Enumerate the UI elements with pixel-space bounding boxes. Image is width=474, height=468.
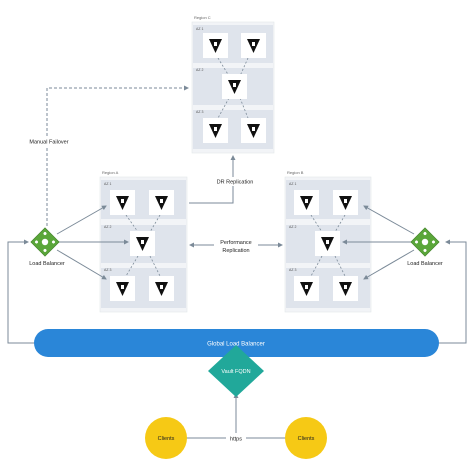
region-b-az1-label: AZ 1	[289, 182, 296, 186]
region-b-az3-label: AZ 3	[289, 268, 296, 272]
vault-node-c1-icon	[203, 33, 228, 58]
region-c-az3-label: AZ 3	[196, 110, 203, 114]
region-b-az2-label: AZ 2	[289, 225, 296, 229]
vault-node-a5-icon	[149, 276, 174, 301]
region-a-az1-label: AZ 1	[104, 182, 111, 186]
vault-node-a4-icon	[110, 276, 135, 301]
manual-failover-label: Manual Failover	[29, 140, 68, 146]
clients-left-label: Clients	[158, 436, 175, 442]
vault-fqdn[interactable]: Vault FQDN	[208, 345, 264, 397]
performance-replication-label-line2: Replication	[222, 248, 249, 254]
region-c-raft-links	[217, 57, 249, 119]
region-b: Region B AZ 1 AZ 2 AZ 3	[284, 170, 372, 313]
vault-node-b2-icon	[333, 190, 358, 215]
load-balancer-left[interactable]: Load Balancer	[29, 227, 65, 267]
manual-failover-connector	[46, 85, 189, 226]
manual-failover-label-bg	[28, 137, 70, 146]
vault-node-a1-icon	[110, 190, 135, 215]
vault-node-c2-icon	[241, 33, 266, 58]
right-lb-connectors	[342, 205, 415, 280]
vault-fqdn-label: Vault FQDN	[221, 369, 250, 375]
region-b-title: Region B	[287, 170, 304, 175]
vault-node-c5-icon	[241, 118, 266, 143]
dr-replication-label: DR Replication	[217, 180, 254, 186]
clients-right[interactable]: Clients	[285, 417, 327, 459]
region-c-az2-label: AZ 2	[196, 68, 203, 72]
clients-left[interactable]: Clients	[145, 417, 187, 459]
vault-fqdn-diamond	[208, 345, 264, 397]
performance-replication-label-bg	[214, 238, 258, 254]
vault-node-b1-icon	[294, 190, 319, 215]
performance-replication-label-line1: Performance	[220, 240, 252, 246]
region-a-raft-links	[125, 214, 161, 277]
left-lb-connectors	[56, 205, 129, 280]
region-b-raft-links	[310, 214, 346, 277]
region-c: Region C AZ 1 AZ 2 AZ 3	[191, 15, 275, 154]
clients-left-circle	[145, 417, 187, 459]
vault-node-a2-icon	[149, 190, 174, 215]
vault-node-c4-icon	[203, 118, 228, 143]
load-balancer-left-icon	[30, 227, 60, 257]
region-a-az3-label: AZ 3	[104, 268, 111, 272]
global-load-balancer-label: Global Load Balancer	[207, 342, 265, 348]
vault-node-b3-icon	[315, 231, 340, 256]
dr-replication-connector	[189, 155, 236, 204]
vault-node-b4-icon	[294, 276, 319, 301]
vault-node-a3-icon	[130, 231, 155, 256]
region-c-title: Region C	[194, 15, 211, 20]
vault-node-b5-icon	[333, 276, 358, 301]
load-balancer-right-icon	[410, 227, 440, 257]
region-a: Region A AZ 1 AZ 2 AZ 3	[99, 170, 188, 313]
vault-node-c3-icon	[222, 74, 247, 99]
dr-replication-label-bg	[216, 177, 254, 186]
load-balancer-right[interactable]: Load Balancer	[407, 227, 443, 267]
region-a-title: Region A	[102, 170, 119, 175]
global-load-balancer-bar	[34, 329, 439, 357]
load-balancer-left-label: Load Balancer	[29, 261, 65, 267]
glb-to-left-lb-connector	[7, 239, 38, 344]
region-c-az1-label: AZ 1	[196, 27, 203, 31]
https-label-bg	[226, 433, 246, 443]
region-a-az2-label: AZ 2	[104, 225, 111, 229]
clients-right-circle	[285, 417, 327, 459]
load-balancer-right-label: Load Balancer	[407, 261, 443, 267]
global-load-balancer[interactable]: Global Load Balancer	[34, 329, 439, 357]
clients-right-label: Clients	[298, 436, 315, 442]
https-label: https	[230, 437, 242, 443]
glb-to-right-lb-connector	[436, 239, 467, 344]
